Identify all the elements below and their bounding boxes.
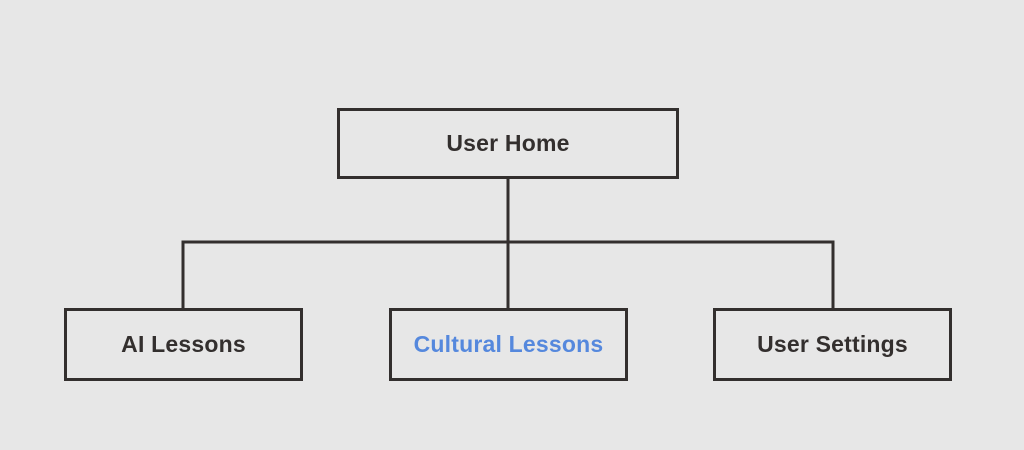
node-cultural-lessons[interactable]: Cultural Lessons — [389, 308, 628, 381]
node-user-home[interactable]: User Home — [337, 108, 679, 179]
node-cultural-lessons-label: Cultural Lessons — [413, 331, 604, 357]
node-user-settings[interactable]: User Settings — [713, 308, 952, 381]
node-user-settings-label: User Settings — [757, 331, 908, 357]
node-ai-lessons[interactable]: AI Lessons — [64, 308, 303, 381]
node-ai-lessons-label: AI Lessons — [121, 331, 246, 357]
node-user-home-label: User Home — [446, 130, 570, 156]
